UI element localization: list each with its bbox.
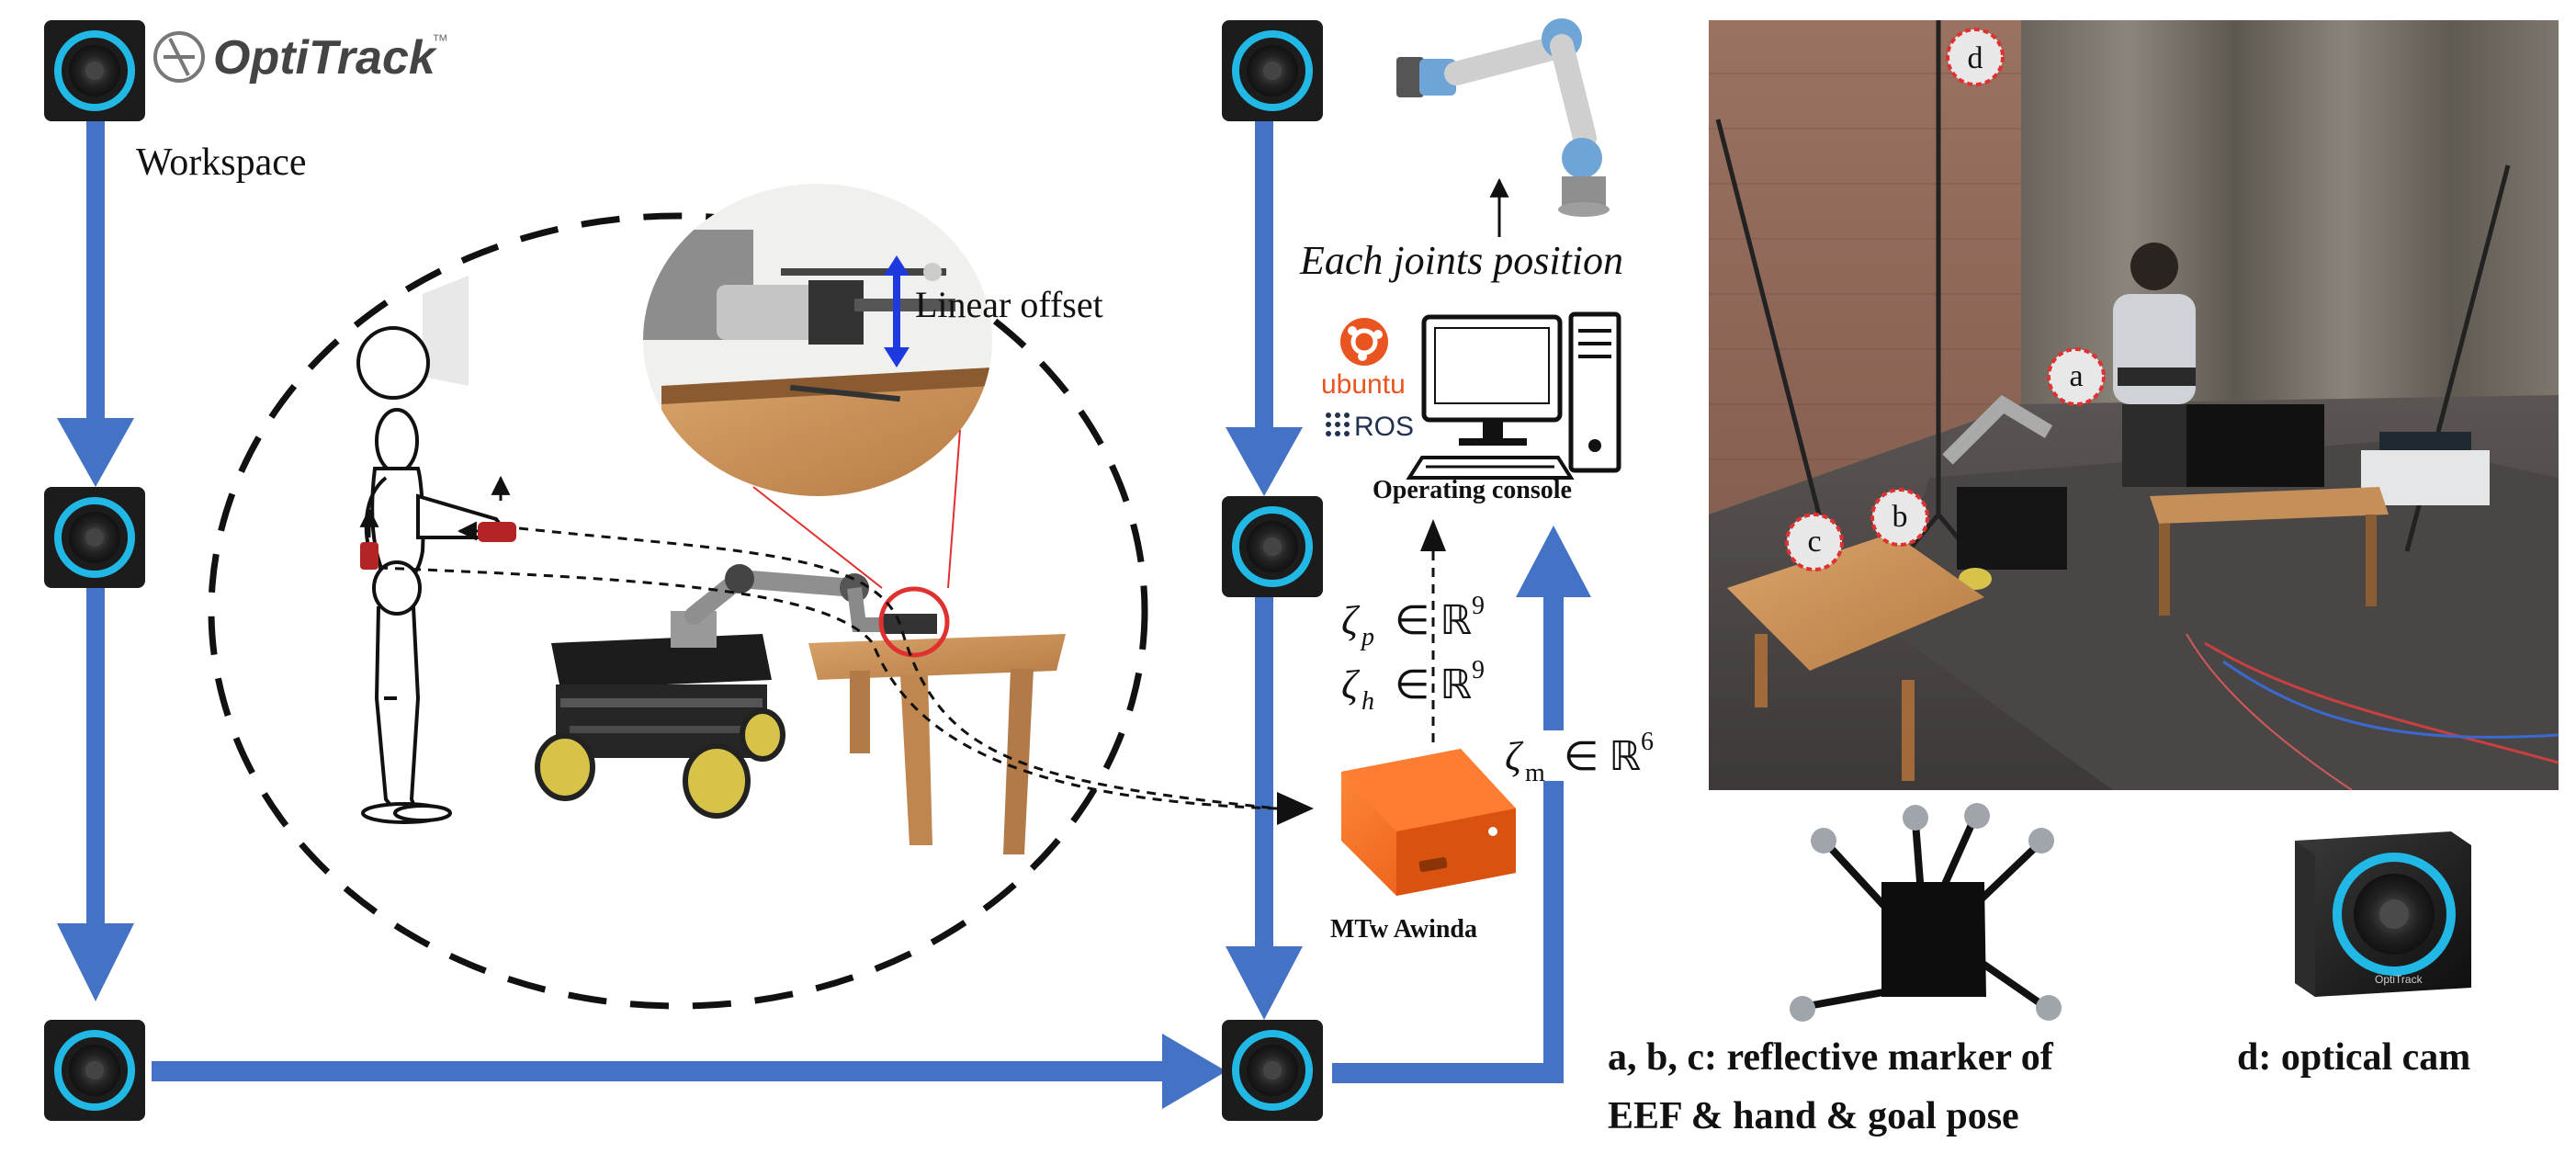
optitrack-camera-4 [1222, 20, 1323, 121]
zeta-p-set: ∈ ℝ [1395, 598, 1472, 643]
reflective-marker-plate [1790, 803, 2062, 1022]
zeta-p-dim: 9 [1472, 592, 1485, 620]
trademark: ™ [432, 31, 448, 50]
zeta-h-dim: 9 [1472, 656, 1485, 684]
optitrack-camera-6 [1222, 1020, 1323, 1121]
zeta-h-symbol: ζ [1341, 662, 1361, 707]
mtw-to-console-arrowhead [1420, 519, 1446, 551]
zeta-h-subscript: h [1361, 687, 1374, 716]
zeta-m-subscript: m [1525, 759, 1545, 787]
optitrack-camera-2 [44, 487, 145, 588]
operating-console-label: Operating console [1373, 476, 1572, 504]
optitrack-camera-3 [44, 1020, 145, 1121]
zoom-line-left [752, 486, 883, 589]
zeta-p-symbol: ζ [1341, 598, 1361, 643]
ros-logo [1326, 413, 1350, 436]
zeta-m-symbol: ζ [1505, 734, 1524, 779]
zeta-m-dim: 6 [1641, 728, 1654, 756]
zeta-h-set: ∈ ℝ [1395, 662, 1472, 707]
mtw-awinda-sensor [1341, 749, 1516, 896]
optitrack-camera-1 [44, 20, 145, 121]
ur-robot-arm [1396, 18, 1610, 217]
lab-room-photo: d a b c [1709, 20, 2559, 790]
optitrack-wordmark: OptiTrack [213, 31, 438, 85]
flow-arrows [57, 119, 1591, 1109]
eef-zoom-inset: Linear offset [643, 184, 1103, 496]
zeta-m-set: ∈ ℝ [1564, 734, 1641, 779]
zeta-p-subscript: p [1360, 623, 1374, 651]
marker-d-circle [1946, 28, 2005, 86]
legend-d: d: optical cam [2237, 1036, 2470, 1079]
ros-label: ROS [1354, 412, 1414, 442]
workspace-label: Workspace [136, 141, 307, 184]
imu-arm-marker [359, 507, 379, 570]
workspace-boundary [208, 212, 1148, 1010]
mobile-manipulator-robot [535, 564, 1066, 854]
desktop-computer-icon [1406, 311, 1621, 480]
each-joints-position-label: Each joints position [1299, 238, 1623, 283]
linear-offset-label: Linear offset [915, 284, 1103, 325]
mtw-awinda-label: MTw Awinda [1330, 915, 1477, 944]
legend-abc-line1: a, b, c: reflective marker of [1608, 1036, 2054, 1079]
optitrack-logo: OptiTrack ™ [153, 31, 448, 85]
legend-abc-line2: EEF & hand & goal pose [1608, 1095, 2019, 1137]
optical-camera-cube: OptiTrack [2295, 831, 2471, 997]
marker-b-circle [1870, 488, 1929, 547]
ubuntu-logo [1340, 318, 1388, 366]
ubuntu-label: ubuntu [1321, 369, 1406, 400]
imu-hand-marker [457, 475, 516, 542]
label-gap [1543, 730, 1564, 781]
marker-d-label: d [1968, 41, 1983, 75]
arm-data-link [378, 566, 1278, 810]
zoom-line-right [947, 429, 961, 589]
marker-c-circle [1785, 513, 1844, 571]
marker-b-label: b [1892, 500, 1908, 534]
marker-c-label: c [1807, 525, 1821, 559]
human-operator-figure [356, 276, 514, 824]
data-link-arrowhead [1277, 792, 1314, 825]
hand-data-link [518, 526, 1278, 810]
optitrack-camera-5 [1222, 496, 1323, 597]
marker-a-label: a [2069, 359, 2083, 393]
camera-badge: OptiTrack [2375, 973, 2423, 986]
marker-a-circle [2047, 347, 2106, 406]
